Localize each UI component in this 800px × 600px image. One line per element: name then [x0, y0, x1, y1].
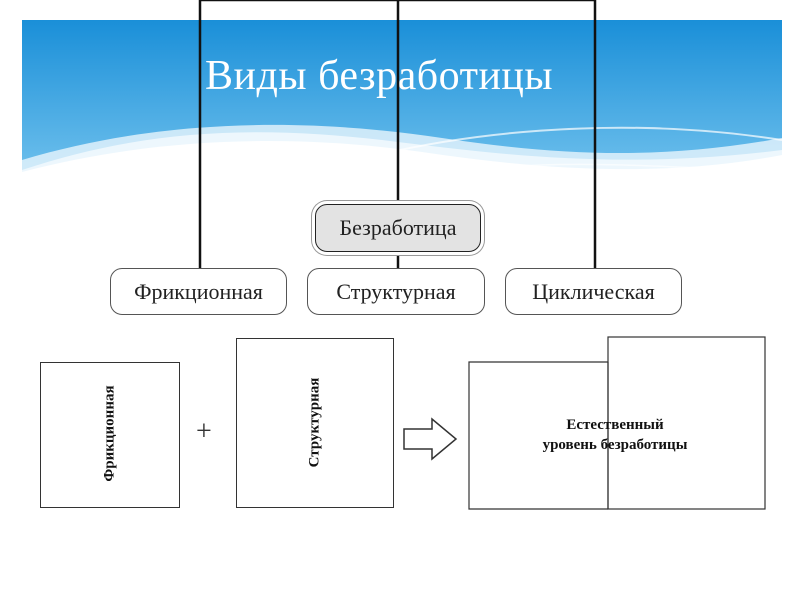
frictional-box-label: Фрикционная — [101, 385, 118, 482]
natural-rate-line2: уровень безработицы — [542, 437, 688, 453]
natural-rate-line1: Естественный — [566, 417, 664, 433]
banner-wave-graphic — [22, 20, 782, 200]
natural-rate-label: Естественный уровень безработицы — [500, 415, 730, 455]
result-box — [468, 336, 766, 510]
root-node-unemployment: Безработица — [315, 204, 481, 252]
type-node-cyclical: Циклическая — [505, 268, 682, 315]
structural-box — [236, 338, 394, 508]
plus-sign: + — [196, 416, 212, 447]
slide-title: Виды безработицы — [205, 53, 554, 99]
frictional-box — [40, 362, 180, 508]
type-node-frictional: Фрикционная — [110, 268, 287, 315]
implies-arrow-icon — [403, 417, 458, 461]
type-node-structural: Структурная — [307, 268, 485, 315]
structural-box-label: Структурная — [306, 377, 323, 468]
type-node-label: Структурная — [336, 278, 456, 304]
root-node-label: Безработица — [339, 215, 457, 240]
type-node-label: Циклическая — [532, 278, 655, 304]
type-node-label: Фрикционная — [134, 278, 263, 304]
title-banner — [22, 20, 782, 200]
